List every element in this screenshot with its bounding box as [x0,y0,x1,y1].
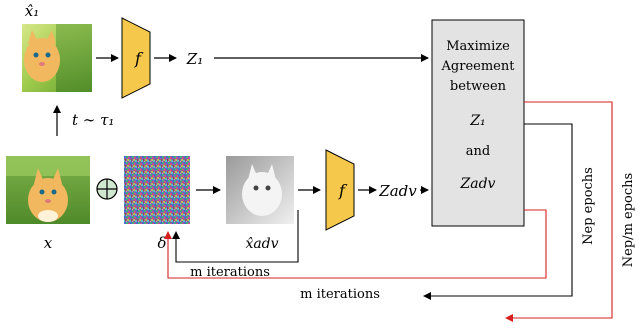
perturbation-noise-image [124,156,190,224]
x-label: x [44,234,53,252]
agreement-line3: between [450,79,507,94]
agreement-line2: Agreement [441,59,516,74]
inner-iterations-label: m iterations [190,265,270,280]
agreement-line6: Zadv [460,176,496,192]
encoder-bottom-label: f [338,181,348,200]
augmented-cat-image [22,24,92,92]
x-hat-1-label: x̂₁ [25,2,39,20]
adversarial-image [226,156,294,224]
outer-loop-arrow [423,123,573,300]
nep-epochs-label: Nep epochs [581,167,596,245]
outer-iterations-label: m iterations [300,287,380,302]
red-loop-to-delta [164,209,547,279]
encoder-top-label: f [134,49,144,68]
agreement-line5: and [466,144,490,159]
delta-label: δ [157,234,166,252]
zadv-label: Zadv [378,182,417,200]
agreement-line1: Maximize [446,39,510,54]
augmentation-label: t ∼ τ₁ [72,111,114,129]
add-perturbation-icon [96,178,118,200]
agreement-line4: Z₁ [469,113,485,129]
inner-loop-arrow [172,210,299,263]
nep-m-epochs-label: Nep/m epochs [621,173,636,267]
z1-label: Z₁ [186,50,203,68]
original-cat-image [6,156,90,224]
red-outer-loop [505,101,613,322]
encoder-bottom [325,149,355,231]
x-hat-adv-label: x̂adv [245,236,278,252]
agreement-box [431,19,525,227]
encoder-top [121,17,151,99]
